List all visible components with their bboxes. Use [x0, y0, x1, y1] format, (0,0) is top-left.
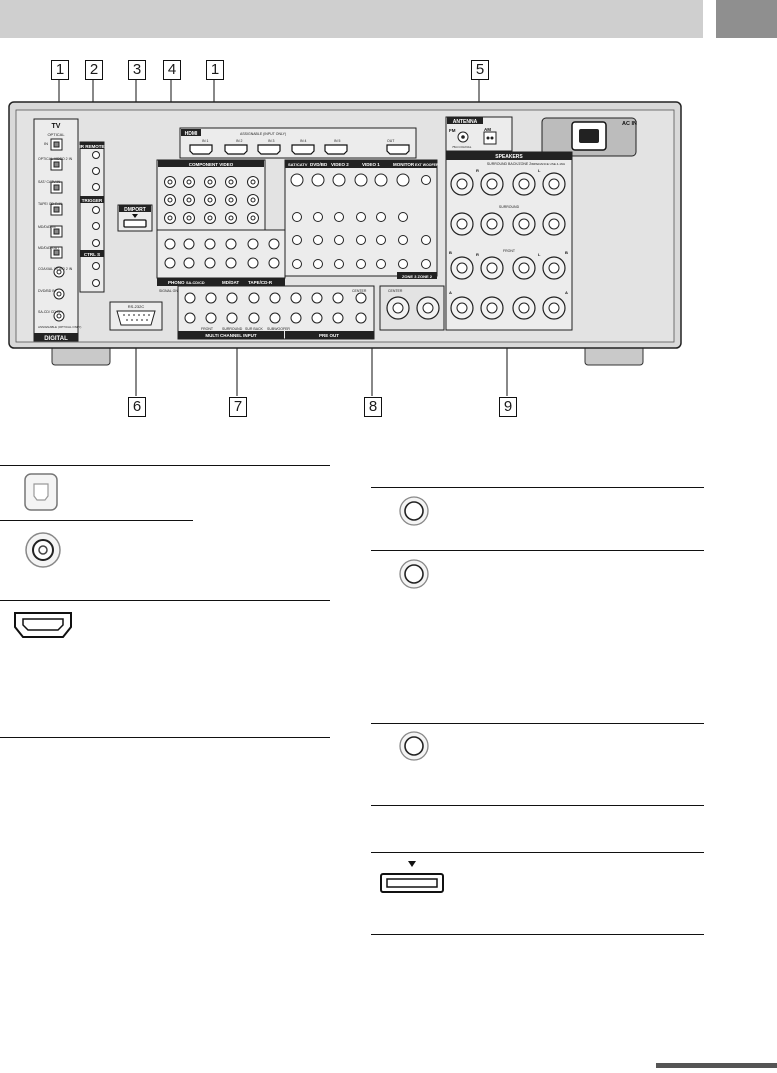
svg-text:PHONO: PHONO [168, 280, 185, 285]
svg-text:SURROUND: SURROUND [499, 205, 520, 209]
svg-text:ASSIGNABLE (OPTICAL ONLY): ASSIGNABLE (OPTICAL ONLY) [38, 325, 81, 329]
svg-text:FRONT: FRONT [503, 249, 516, 253]
callout-3-dmport: 3 [128, 60, 146, 80]
section-tab [716, 0, 777, 38]
svg-text:B: B [565, 250, 568, 255]
digital-label: DIGITAL [44, 336, 68, 342]
dmport-jack-icon [380, 861, 444, 893]
svg-text:PRE OUT: PRE OUT [319, 333, 339, 338]
legend-divider [0, 465, 330, 466]
svg-text:R: R [476, 252, 479, 257]
svg-text:IMPEDANCE USE 4-16Ω: IMPEDANCE USE 4-16Ω [531, 162, 566, 166]
svg-text:ZONE 3 ZONE 2: ZONE 3 ZONE 2 [402, 274, 433, 279]
svg-text:B: B [449, 250, 452, 255]
svg-text:FM: FM [449, 128, 456, 133]
legend-divider [0, 520, 193, 521]
legend-divider [0, 600, 330, 601]
rca-jack-icon-audio [399, 559, 429, 589]
callout-7-multichannel: 7 [229, 397, 247, 417]
svg-text:TRIGGER: TRIGGER [82, 198, 103, 203]
svg-text:R: R [476, 168, 479, 173]
svg-text:OPTICAL VIDEO 2 IN: OPTICAL VIDEO 2 IN [38, 157, 73, 161]
callout-2-ir-remote: 2 [85, 60, 103, 80]
callout-6-rs232c: 6 [128, 397, 146, 417]
callout-4-component: 4 [163, 60, 181, 80]
svg-text:SURROUND: SURROUND [222, 327, 243, 331]
svg-text:IN 1: IN 1 [202, 139, 208, 143]
svg-text:SURROUND BACK/ZONE 2: SURROUND BACK/ZONE 2 [487, 162, 531, 166]
legend-divider [371, 550, 704, 551]
callout-1-digital: 1 [51, 60, 69, 80]
svg-text:VIDEO 1: VIDEO 1 [362, 162, 380, 167]
svg-text:CTRL S: CTRL S [84, 252, 100, 257]
svg-text:MONITOR: MONITOR [393, 162, 415, 167]
svg-text:DVD/BD: DVD/BD [310, 162, 328, 167]
svg-text:IN 3: IN 3 [268, 139, 274, 143]
svg-text:L: L [538, 252, 541, 257]
svg-text:AC IN: AC IN [622, 121, 637, 127]
svg-text:OUT: OUT [387, 139, 395, 143]
svg-text:SA-CD/CD: SA-CD/CD [186, 281, 205, 285]
svg-text:ASSIGNABLE (INPUT ONLY): ASSIGNABLE (INPUT ONLY) [240, 132, 286, 136]
svg-text:MD/DAT: MD/DAT [222, 280, 239, 285]
legend-divider [371, 723, 704, 724]
svg-text:IN 4: IN 4 [300, 139, 306, 143]
svg-text:SAT/ CATV IN: SAT/ CATV IN [38, 180, 61, 184]
svg-text:HDMI: HDMI [185, 131, 198, 137]
svg-text:A: A [449, 290, 452, 295]
svg-text:DVD/BD IN: DVD/BD IN [38, 289, 56, 293]
svg-text:TV: TV [52, 123, 61, 130]
section-header-bar [0, 0, 703, 38]
svg-text:OPTICAL: OPTICAL [47, 132, 65, 137]
svg-text:SIGNAL GND: SIGNAL GND [159, 289, 181, 293]
callout-5-antenna: 5 [471, 60, 489, 80]
svg-text:FRONT: FRONT [201, 327, 214, 331]
legend-divider [371, 934, 704, 935]
svg-text:SPEAKERS: SPEAKERS [495, 154, 523, 160]
svg-text:TAPE/CD-R: TAPE/CD-R [248, 280, 273, 285]
continued-marker [656, 1063, 777, 1068]
svg-text:EXT WOOFER: EXT WOOFER [415, 163, 439, 167]
svg-text:IN 5: IN 5 [334, 139, 340, 143]
legend-divider [371, 852, 704, 853]
callout-8-video: 8 [364, 397, 382, 417]
svg-text:ANTENNA: ANTENNA [453, 119, 478, 125]
legend-divider [371, 487, 704, 488]
rca-jack-icon-component [399, 731, 429, 761]
legend-divider [371, 805, 704, 806]
svg-text:L: L [538, 168, 541, 173]
svg-text:MD/DAT OUT: MD/DAT OUT [38, 246, 60, 250]
svg-text:IN 2: IN 2 [236, 139, 242, 143]
svg-text:AM: AM [484, 127, 491, 132]
svg-text:MD/DAT IN: MD/DAT IN [38, 225, 56, 229]
rca-jack-icon-video [399, 496, 429, 526]
usb-b-jack-icon [24, 473, 58, 511]
svg-text:VIDEO 2: VIDEO 2 [331, 162, 349, 167]
svg-text:COMPONENT VIDEO: COMPONENT VIDEO [189, 162, 234, 167]
svg-text:COAXIAL VIDEO 2 IN: COAXIAL VIDEO 2 IN [38, 267, 73, 271]
rear-panel-illustration: DIGITAL TV OPTICAL IN OPTICAL VIDEO 2 IN… [8, 80, 682, 396]
svg-text:RS-232C: RS-232C [128, 304, 145, 309]
svg-text:CENTER: CENTER [388, 289, 403, 293]
svg-text:SAT/CATV: SAT/CATV [288, 162, 308, 167]
legend-divider [0, 737, 330, 738]
rca-jack-icon [25, 532, 61, 568]
svg-text:75Ω COAXIAL: 75Ω COAXIAL [452, 145, 472, 149]
callout-1-hdmi: 1 [206, 60, 224, 80]
svg-text:CENTER: CENTER [352, 289, 367, 293]
callout-9-speakers: 9 [499, 397, 517, 417]
svg-text:SUBWOOFER: SUBWOOFER [267, 327, 290, 331]
svg-text:TAPE/ CD-R IN: TAPE/ CD-R IN [38, 202, 63, 206]
svg-text:A: A [565, 290, 568, 295]
svg-text:IN: IN [44, 141, 48, 146]
svg-text:DMPORT: DMPORT [124, 207, 146, 213]
svg-text:IR REMOTE: IR REMOTE [79, 144, 104, 149]
hdmi-jack-icon [14, 612, 72, 638]
svg-text:MULTI CHANNEL INPUT: MULTI CHANNEL INPUT [205, 333, 257, 338]
svg-text:SUR BACK: SUR BACK [245, 327, 264, 331]
svg-text:SA-CD/ CD IN: SA-CD/ CD IN [38, 310, 61, 314]
